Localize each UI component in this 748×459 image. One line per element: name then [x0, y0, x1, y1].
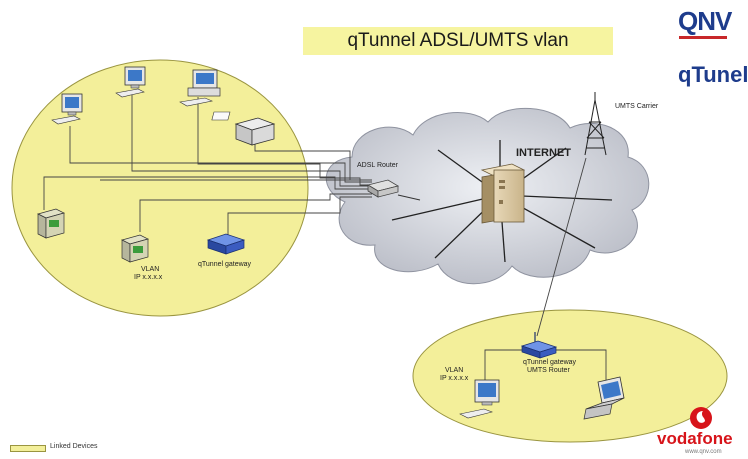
adsl-router-icon: [366, 179, 400, 198]
terminal-device-icon: [121, 234, 149, 263]
gateway-right-label: qTunnel gateway: [523, 359, 577, 366]
adsl-router-label: ADSL Router: [357, 162, 398, 169]
vodafone-wordmark: vodafone: [657, 429, 733, 448]
diagram-title: qTunnel ADSL/UMTS vlan: [303, 27, 613, 55]
legend-label: Linked Devices: [50, 443, 98, 450]
workstation-icon: [459, 379, 500, 419]
workstation-icon: [51, 93, 83, 125]
umts-router-icon: [520, 332, 558, 359]
printer-icon: [211, 111, 276, 146]
umts-router-label: UMTS Router: [527, 367, 570, 374]
desktop-pc-icon: [179, 69, 221, 107]
legend-swatch: [10, 445, 46, 452]
lan-zone-left: [11, 59, 309, 317]
right-lan-wiring: [484, 349, 607, 382]
gateway-left-label: qTunnel gateway: [198, 261, 252, 268]
umts-carrier-label: UMTS Carrier: [615, 103, 659, 110]
qtunnel-logo: qTunel: [678, 62, 748, 87]
lan-zone-right: [412, 309, 728, 443]
vlan-left-label: VLAN: [141, 266, 160, 273]
internet-server-icon: [480, 163, 526, 224]
qnv-logo-underline: [679, 36, 727, 39]
terminal-device-icon: [37, 208, 65, 239]
vlan-right-label: VLAN: [445, 367, 464, 374]
laptop-icon: [583, 376, 625, 420]
ip-right-label: IP x.x.x.x: [440, 375, 469, 382]
lan-wiring: [43, 95, 372, 238]
workstation-icon: [115, 66, 146, 98]
ip-left-label: IP x.x.x.x: [134, 274, 163, 281]
qtunnel-gateway-icon: [206, 233, 246, 255]
vodafone-logo: [690, 407, 712, 429]
internet-label: INTERNET: [516, 147, 571, 159]
qnv-logo: QNV: [678, 6, 732, 36]
umts-tower-icon: [584, 92, 607, 156]
vodafone-url: www.qnv.com: [685, 449, 722, 455]
